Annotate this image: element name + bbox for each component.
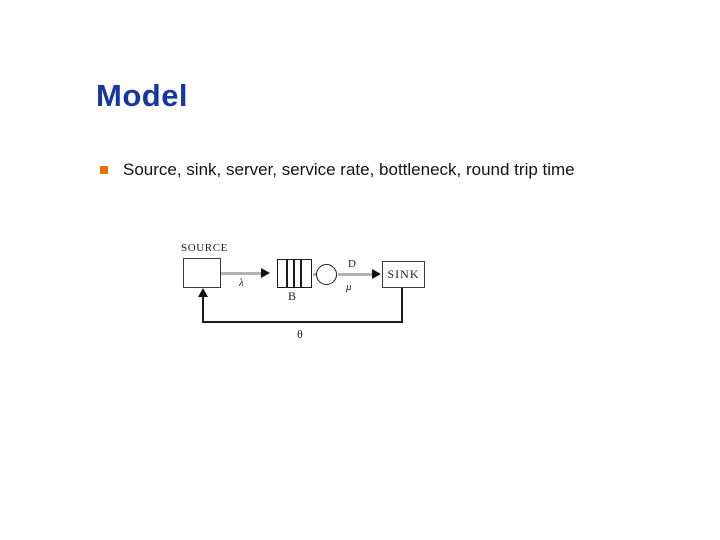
delay-label: D xyxy=(348,258,356,270)
queue-slot-divider xyxy=(286,260,288,287)
server-circle xyxy=(316,264,337,285)
sink-box: SINK xyxy=(382,261,425,288)
buffer-label: B xyxy=(288,289,297,303)
service-rate-label: μ xyxy=(346,281,352,293)
arrow-server-to-sink xyxy=(338,273,374,276)
source-label: SOURCE xyxy=(181,242,228,254)
connector-queue-to-server xyxy=(313,273,318,276)
arrow-source-to-queue xyxy=(221,272,264,275)
arrowhead-up-icon xyxy=(198,288,208,297)
queue-slot-divider xyxy=(293,260,295,287)
arrowhead-right-icon xyxy=(261,268,270,278)
round-trip-label: θ xyxy=(297,327,303,341)
arrowhead-right-icon xyxy=(372,269,381,279)
page-title: Model xyxy=(96,78,189,113)
queue-slot-divider xyxy=(300,260,302,287)
source-box xyxy=(183,258,221,288)
feedback-line-bottom xyxy=(202,321,403,323)
arrival-rate-label: λ xyxy=(239,277,244,289)
feedback-line-left xyxy=(202,296,204,323)
queue-buffer xyxy=(277,259,312,288)
feedback-line-right xyxy=(401,288,403,323)
bullet-square-icon xyxy=(100,166,108,174)
bullet-text: Source, sink, server, service rate, bott… xyxy=(123,160,575,179)
